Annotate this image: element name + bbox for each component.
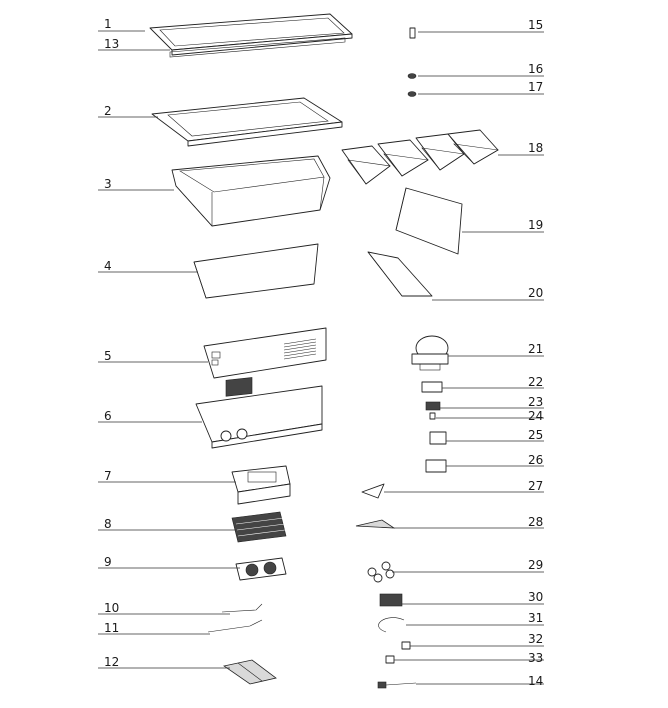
part-2-glass-frame xyxy=(151,97,343,147)
part-21-compressor xyxy=(411,335,449,371)
part-19-glass-panel xyxy=(395,187,463,255)
callout-22: 22 xyxy=(528,375,543,389)
callout-4: 4 xyxy=(104,259,112,273)
callout-19: 19 xyxy=(528,218,543,232)
part-6-base-frame xyxy=(195,377,323,449)
callout-9: 9 xyxy=(104,555,112,569)
part-8-condenser xyxy=(231,511,287,543)
part-14-sensor xyxy=(377,681,417,689)
callout-15: 15 xyxy=(528,18,543,32)
part-9-fan-plate xyxy=(235,557,287,581)
callout-12: 12 xyxy=(104,655,119,669)
callout-14: 14 xyxy=(528,674,543,688)
callout-25: 25 xyxy=(528,428,543,442)
part-22-relay xyxy=(421,381,443,393)
part-20-glass-panel xyxy=(367,251,433,297)
part-32-connector xyxy=(401,641,411,650)
leader-lines-right xyxy=(384,31,544,685)
part-10-tube xyxy=(221,603,263,613)
part-11-tube xyxy=(207,619,263,633)
part-4-front-panel xyxy=(193,243,319,299)
part-27-triangle xyxy=(361,483,385,499)
callout-numbers-left: 1 13 2 3 4 5 6 7 8 9 10 11 12 xyxy=(104,17,119,669)
part-33-connector xyxy=(385,655,395,664)
part-7-fan-bracket xyxy=(231,465,291,505)
callout-10: 10 xyxy=(104,601,119,615)
part-16-clip xyxy=(407,73,417,79)
part-5-back-plate xyxy=(203,327,327,379)
callout-28: 28 xyxy=(528,515,543,529)
callout-32: 32 xyxy=(528,632,543,646)
callout-1: 1 xyxy=(104,17,112,31)
callout-16: 16 xyxy=(528,62,543,76)
part-15-pin xyxy=(409,27,416,39)
callout-33: 33 xyxy=(528,651,543,665)
callout-27: 27 xyxy=(528,479,543,493)
callout-24: 24 xyxy=(528,409,543,423)
part-25-control-box xyxy=(429,431,447,445)
part-29-feet xyxy=(367,561,395,583)
part-28-wedge xyxy=(355,519,396,529)
part-13-lid-gasket xyxy=(169,37,346,58)
callout-3: 3 xyxy=(104,177,112,191)
callout-11: 11 xyxy=(104,621,119,635)
callout-30: 30 xyxy=(528,590,543,604)
callout-numbers-right: 15 16 17 18 19 20 21 22 23 24 25 26 27 2… xyxy=(528,18,543,688)
callout-5: 5 xyxy=(104,349,112,363)
part-12-base-strips xyxy=(223,659,277,685)
part-1-top-lid xyxy=(149,13,353,56)
callout-23: 23 xyxy=(528,395,543,409)
part-23-terminal xyxy=(425,401,441,411)
callout-13: 13 xyxy=(104,37,119,51)
part-31-cable xyxy=(378,617,405,633)
callout-7: 7 xyxy=(104,469,112,483)
part-30-valve xyxy=(379,593,403,607)
callout-18: 18 xyxy=(528,141,543,155)
callout-8: 8 xyxy=(104,517,112,531)
part-3-inner-tub xyxy=(171,155,331,227)
callout-2: 2 xyxy=(104,104,112,118)
part-26-thermostat xyxy=(425,459,447,473)
part-24-connector xyxy=(429,412,436,420)
part-18-pans xyxy=(341,129,499,185)
callout-6: 6 xyxy=(104,409,112,423)
leader-lines-left xyxy=(98,30,240,669)
callout-29: 29 xyxy=(528,558,543,572)
callout-17: 17 xyxy=(528,80,543,94)
callout-20: 20 xyxy=(528,286,543,300)
part-17-clip xyxy=(407,91,417,97)
callout-26: 26 xyxy=(528,453,543,467)
callout-31: 31 xyxy=(528,611,543,625)
callout-21: 21 xyxy=(528,342,543,356)
